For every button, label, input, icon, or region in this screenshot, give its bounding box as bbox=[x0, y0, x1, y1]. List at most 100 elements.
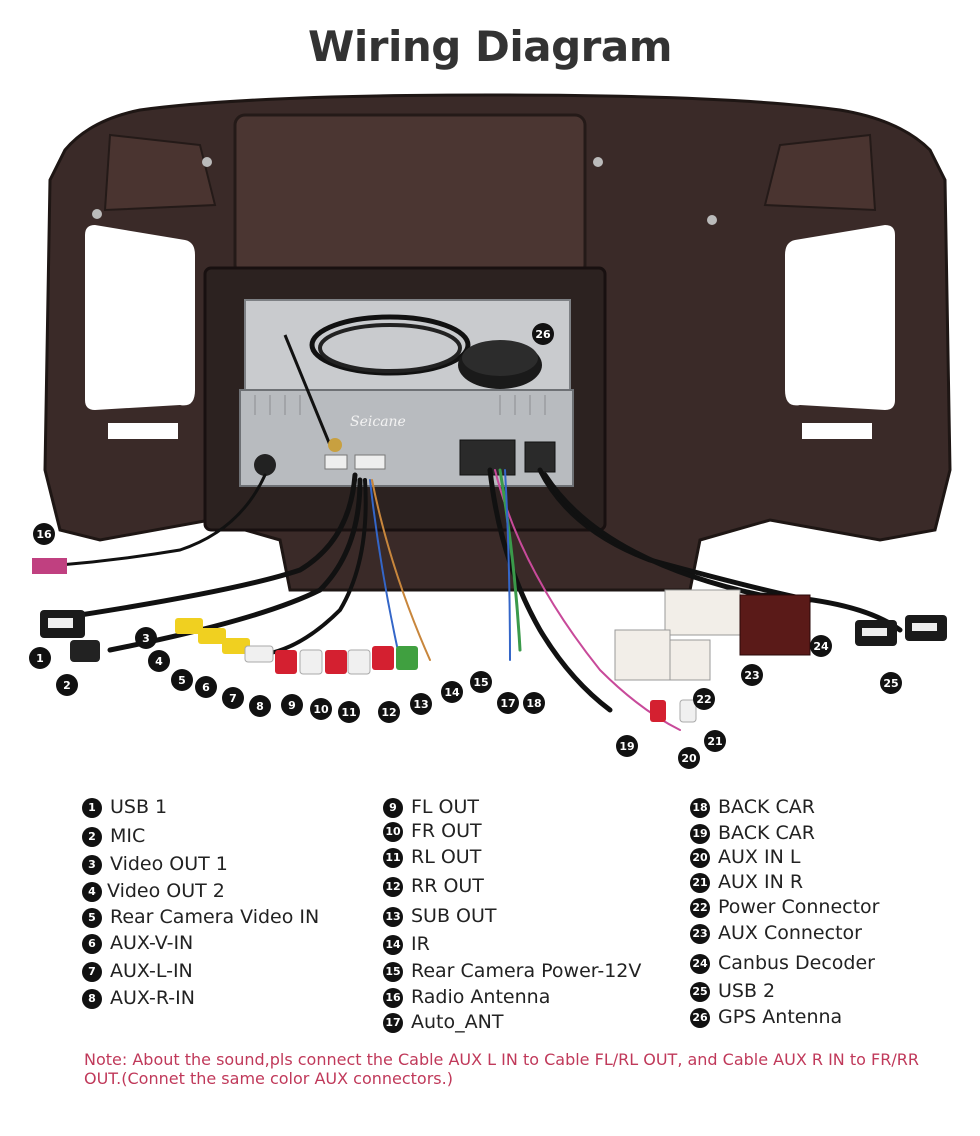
callout-15: 15 bbox=[470, 671, 492, 693]
legend-label: RL OUT bbox=[411, 846, 482, 868]
callout-13: 13 bbox=[410, 693, 432, 715]
number-badge: 7 bbox=[82, 962, 102, 982]
callout-19: 19 bbox=[616, 735, 638, 757]
legend-label: Video OUT 1 bbox=[110, 853, 228, 875]
callout-12: 12 bbox=[378, 701, 400, 723]
legend-label: Radio Antenna bbox=[411, 986, 551, 1008]
number-badge: 23 bbox=[690, 924, 710, 944]
svg-text:10: 10 bbox=[313, 703, 329, 716]
svg-text:14: 14 bbox=[444, 686, 460, 699]
callout-8: 8 bbox=[249, 695, 271, 717]
number-badge: 19 bbox=[690, 824, 710, 844]
number-badge: 25 bbox=[690, 982, 710, 1002]
number-badge: 17 bbox=[383, 1013, 403, 1033]
legend-label: Rear Camera Power-12V bbox=[411, 960, 642, 982]
svg-text:21: 21 bbox=[707, 735, 722, 748]
legend-label: AUX-R-IN bbox=[110, 987, 195, 1009]
svg-text:23: 23 bbox=[744, 669, 759, 682]
number-badge: 1 bbox=[82, 798, 102, 818]
legend-label: AUX-V-IN bbox=[110, 932, 194, 954]
svg-text:8: 8 bbox=[256, 700, 264, 713]
number-badge: 2 bbox=[82, 827, 102, 847]
svg-text:25: 25 bbox=[883, 677, 898, 690]
rca-plugs bbox=[175, 618, 418, 675]
callout-9: 9 bbox=[281, 694, 303, 716]
callout-6: 6 bbox=[195, 676, 217, 698]
legend-label: USB 2 bbox=[718, 980, 776, 1002]
sound-note: Note: About the sound,pls connect the Ca… bbox=[84, 1050, 919, 1088]
callout-17: 17 bbox=[497, 692, 519, 714]
svg-text:15: 15 bbox=[473, 676, 488, 689]
number-badge: 8 bbox=[82, 989, 102, 1009]
callout-badges: 1 2 3 4 5 6 7 8 9 10 11 12 13 14 15 16 1… bbox=[29, 323, 902, 769]
svg-text:17: 17 bbox=[500, 697, 515, 710]
svg-text:19: 19 bbox=[619, 740, 634, 753]
callout-11: 11 bbox=[338, 701, 360, 723]
legend-label: BACK CAR bbox=[718, 796, 815, 818]
number-badge: 10 bbox=[383, 822, 403, 842]
legend-label: AUX IN R bbox=[718, 871, 804, 893]
number-badge: 11 bbox=[383, 848, 403, 868]
svg-text:1: 1 bbox=[36, 652, 44, 665]
legend-label: RR OUT bbox=[411, 875, 484, 897]
legend-label: FR OUT bbox=[411, 820, 482, 842]
svg-text:7: 7 bbox=[229, 692, 237, 705]
number-badge: 5 bbox=[82, 908, 102, 928]
brand-mark: Seicane bbox=[350, 414, 406, 430]
number-badge: 20 bbox=[690, 848, 710, 868]
legend-label: Video OUT 2 bbox=[107, 880, 225, 902]
left-connectors bbox=[32, 558, 100, 662]
svg-text:26: 26 bbox=[535, 328, 551, 341]
legend-label: Auto_ANT bbox=[411, 1011, 504, 1033]
callout-26: 26 bbox=[532, 323, 554, 345]
callout-22: 22 bbox=[693, 688, 715, 710]
callout-20: 20 bbox=[678, 747, 700, 769]
callout-23: 23 bbox=[741, 664, 763, 686]
wiring-photo: Seicane bbox=[29, 93, 952, 769]
page-title: Wiring Diagram bbox=[308, 22, 672, 71]
number-badge: 26 bbox=[690, 1008, 710, 1028]
number-badge: 14 bbox=[383, 935, 403, 955]
svg-text:12: 12 bbox=[381, 706, 396, 719]
callout-25: 25 bbox=[880, 672, 902, 694]
number-badge: 4 bbox=[82, 882, 102, 902]
svg-text:3: 3 bbox=[142, 632, 150, 645]
svg-text:20: 20 bbox=[681, 752, 697, 765]
number-badge: 21 bbox=[690, 873, 710, 893]
legend-label: IR bbox=[411, 933, 430, 955]
legend-label: Power Connector bbox=[718, 896, 880, 918]
legend-label: USB 1 bbox=[110, 796, 168, 818]
legend-label: AUX-L-IN bbox=[110, 960, 193, 982]
callout-3: 3 bbox=[135, 627, 157, 649]
svg-text:4: 4 bbox=[155, 655, 163, 668]
callout-10: 10 bbox=[310, 698, 332, 720]
callout-7: 7 bbox=[222, 687, 244, 709]
number-badge: 3 bbox=[82, 855, 102, 875]
number-badge: 24 bbox=[690, 954, 710, 974]
svg-text:13: 13 bbox=[413, 698, 428, 711]
number-badge: 12 bbox=[383, 877, 403, 897]
number-badge: 6 bbox=[82, 934, 102, 954]
number-badge: 18 bbox=[690, 798, 710, 818]
callout-2: 2 bbox=[56, 674, 78, 696]
callout-24: 24 bbox=[810, 635, 832, 657]
number-badge: 22 bbox=[690, 898, 710, 918]
svg-text:5: 5 bbox=[178, 674, 186, 687]
svg-text:16: 16 bbox=[36, 528, 52, 541]
svg-text:18: 18 bbox=[526, 697, 541, 710]
svg-text:24: 24 bbox=[813, 640, 829, 653]
number-badge: 13 bbox=[383, 907, 403, 927]
svg-text:22: 22 bbox=[696, 693, 711, 706]
callout-5: 5 bbox=[171, 669, 193, 691]
legend-label: GPS Antenna bbox=[718, 1006, 843, 1028]
callout-16: 16 bbox=[33, 523, 55, 545]
gps-antenna bbox=[283, 314, 542, 452]
legend-label: SUB OUT bbox=[411, 905, 497, 927]
svg-text:2: 2 bbox=[63, 679, 71, 692]
callout-21: 21 bbox=[704, 730, 726, 752]
svg-text:11: 11 bbox=[341, 706, 356, 719]
legend-label: BACK CAR bbox=[718, 822, 815, 844]
callout-14: 14 bbox=[441, 681, 463, 703]
right-connectors bbox=[614, 589, 947, 723]
number-badge: 9 bbox=[383, 798, 403, 818]
